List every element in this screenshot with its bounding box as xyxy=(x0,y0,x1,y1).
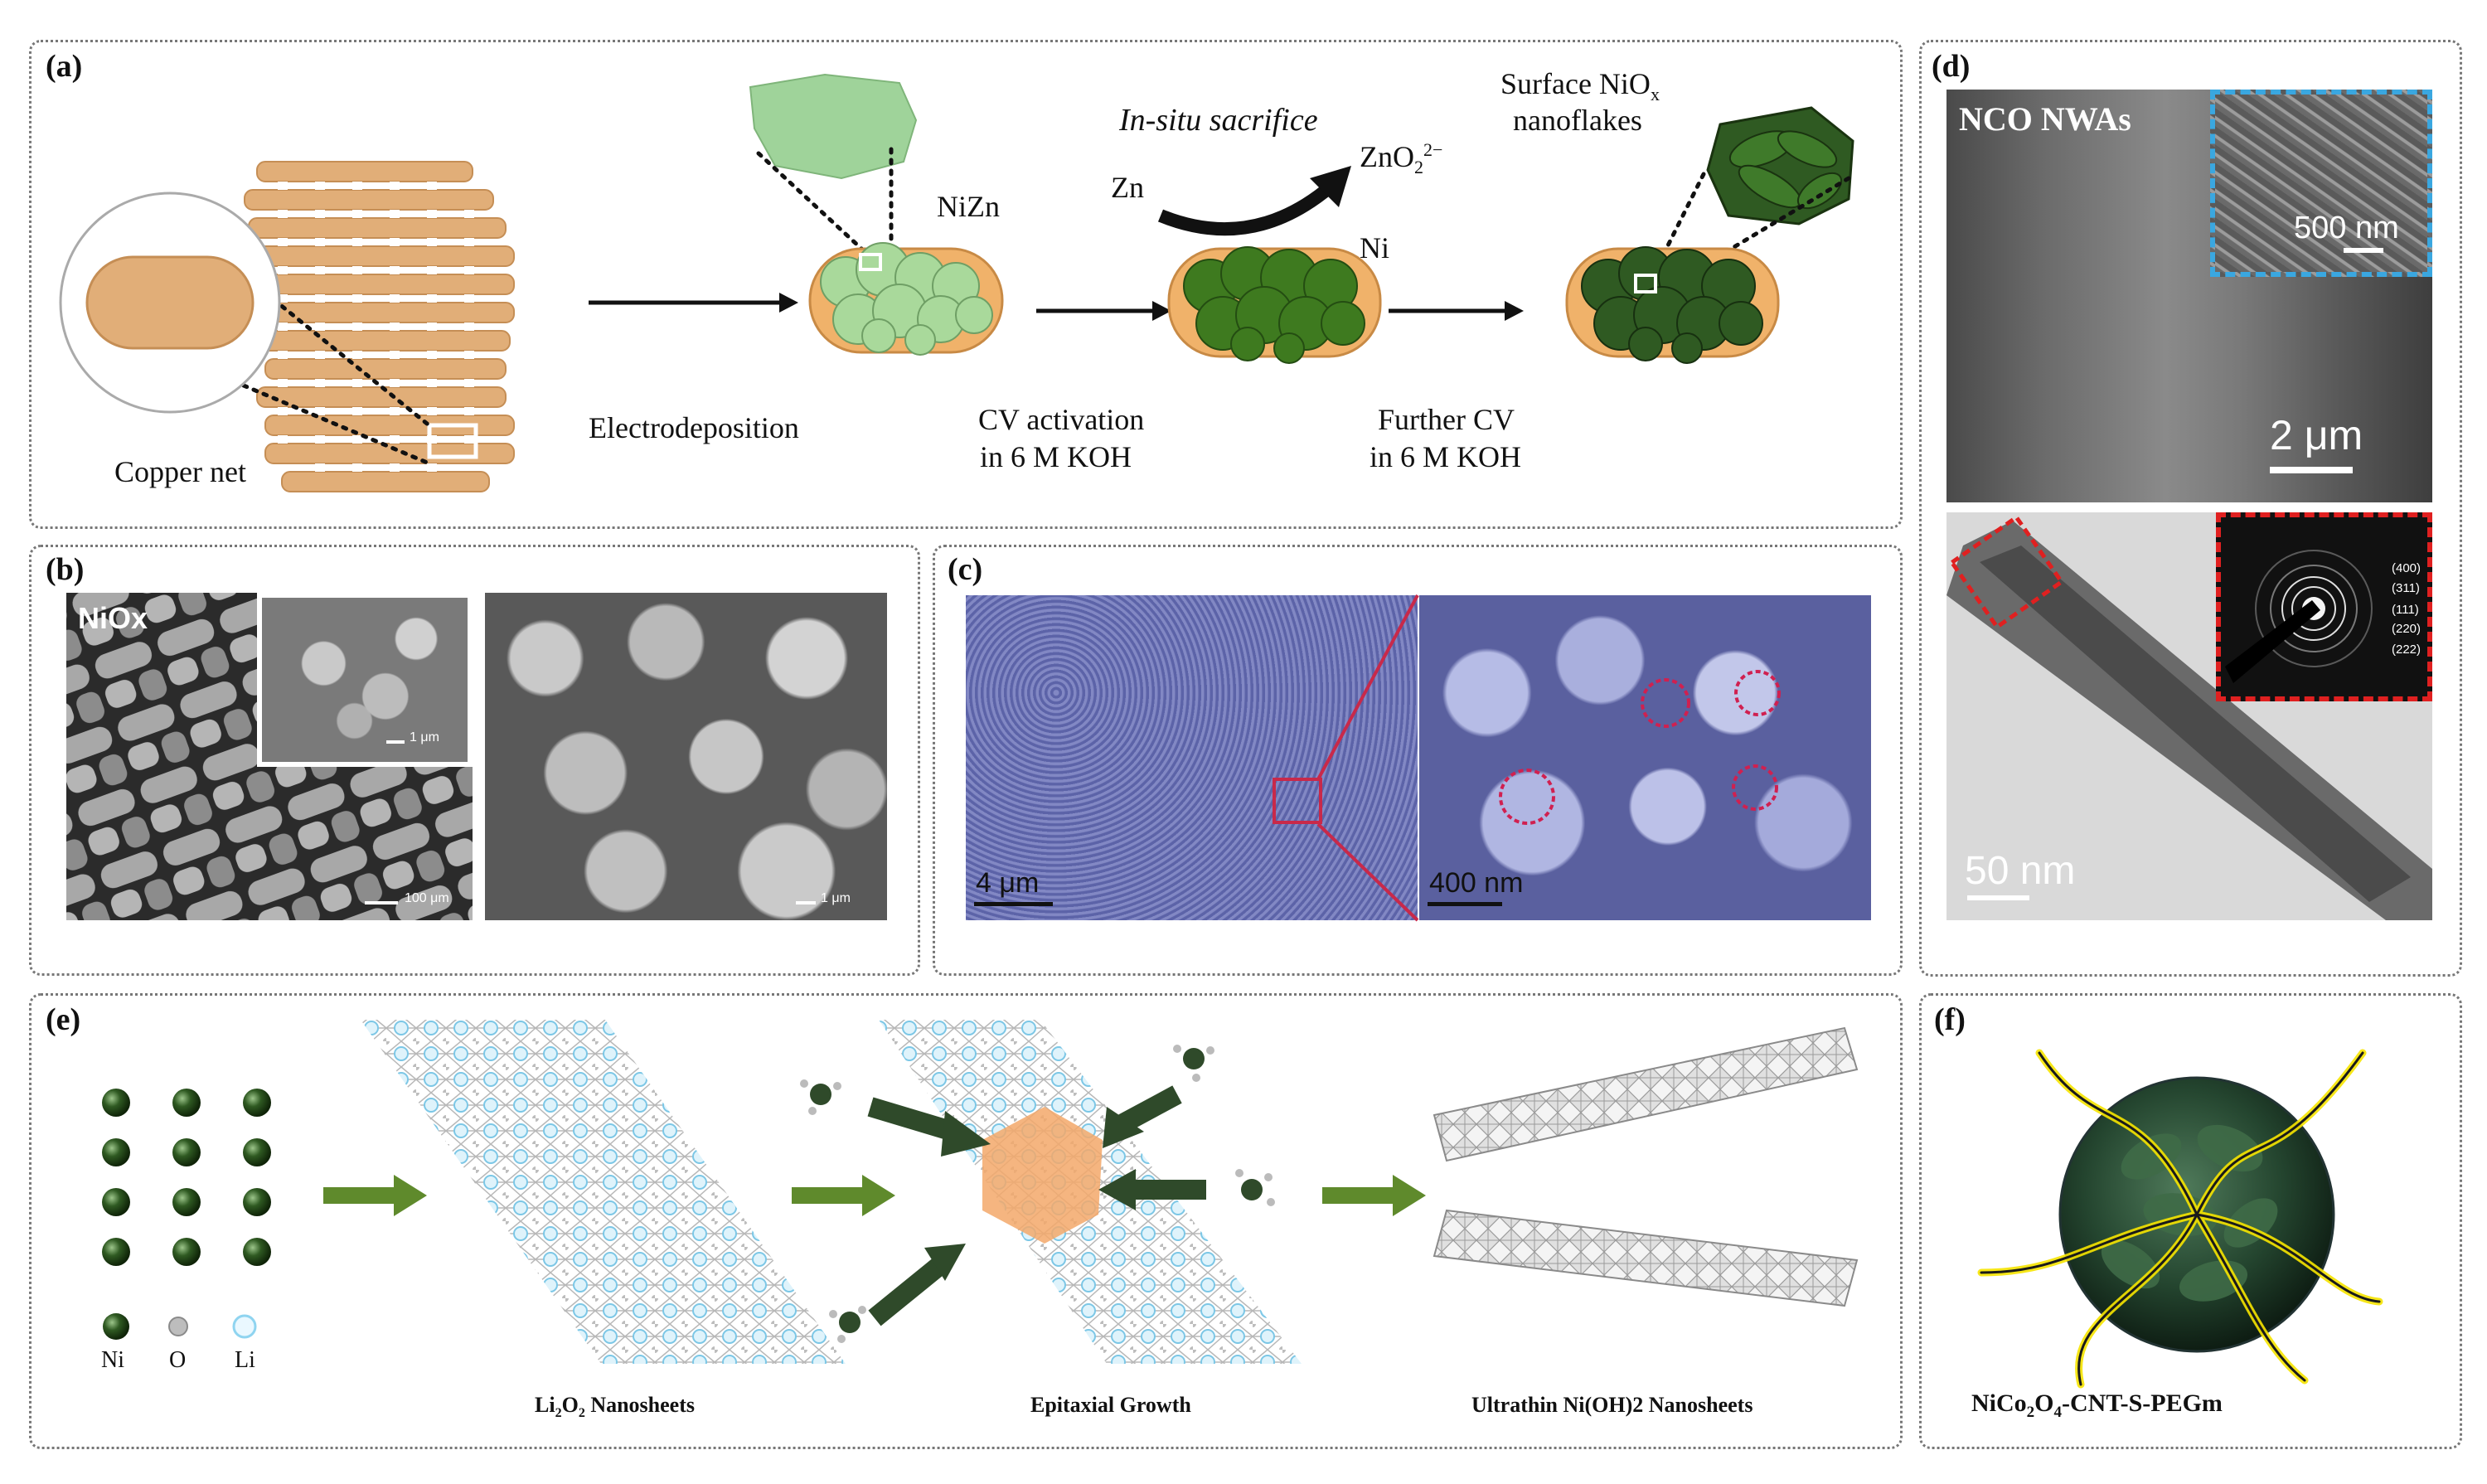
scale-bar-c-right xyxy=(1428,902,1502,906)
nizn-label: NiZn xyxy=(937,190,1000,223)
zoom-lines xyxy=(1316,594,1419,922)
scale-label-d-sem: 2 μm xyxy=(2270,412,2363,458)
li2o2-lattice xyxy=(361,1020,846,1364)
further-cv-line-2: in 6 M KOH xyxy=(1370,440,1522,473)
sem-image-niox-mesh: 1 μm NiOx 100 μm xyxy=(66,593,473,920)
scale-bar-d-inset xyxy=(2344,248,2383,253)
saed-label-400: (400) xyxy=(2392,561,2422,575)
ultrathin-nanosheets xyxy=(1433,1026,1859,1307)
surface-niox-particle xyxy=(1565,106,1854,364)
nanoparticle-illustration xyxy=(1977,1049,2383,1389)
zn-label: Zn xyxy=(1111,171,1144,204)
sem-image-nco-nwas: NCO NWAs 500 nm 2 μm xyxy=(1946,90,2432,502)
saed-label-220: (220) xyxy=(2392,622,2422,636)
process-arrow-2 xyxy=(1036,301,1171,321)
panel-label-b: (b) xyxy=(46,552,85,587)
panel-b xyxy=(29,545,920,976)
sem-image-niox-closeup: 1 μm xyxy=(485,593,887,920)
surface-niox-label-1: Surface NiOx xyxy=(1500,67,1660,105)
ultrathin-label: Ultrathin Ni(OH)2 Nanosheets xyxy=(1471,1393,1753,1417)
sem-inset-nanowires: 500 nm xyxy=(2210,90,2432,277)
sem-image-porous-right: 400 nm xyxy=(1419,595,1871,920)
ni-particle xyxy=(1167,246,1382,364)
electrodeposition-label: Electrodeposition xyxy=(589,411,799,444)
nizn-particle xyxy=(749,73,1004,356)
panel-d xyxy=(1919,40,2462,977)
zoom-box xyxy=(1273,778,1322,824)
saed-label-222: (222) xyxy=(2392,643,2422,657)
scale-label-d-tem: 50 nm xyxy=(1965,849,2076,893)
panel-label-d: (d) xyxy=(1932,49,1971,84)
scale-label-c-right: 400 nm xyxy=(1429,867,1524,899)
sacrifice-arrow xyxy=(1157,166,1351,236)
further-cv-line-1: Further CV xyxy=(1378,403,1515,436)
cv-activation-line-2: in 6 M KOH xyxy=(980,440,1132,473)
scale-bar-main xyxy=(365,901,398,904)
sem-image-porous-left: 4 μm xyxy=(966,595,1418,920)
scale-bar-d-sem xyxy=(2270,467,2353,473)
panel-e xyxy=(29,993,1903,1449)
saed-label-311: (311) xyxy=(2392,581,2420,595)
atom-legend xyxy=(103,1313,257,1340)
process-arrow-3 xyxy=(1389,301,1524,321)
tem-image-nanowire: (400) (311) (111) (220) (222) 50 nm xyxy=(1946,512,2432,920)
panel-a xyxy=(29,40,1903,529)
panel-label-f: (f) xyxy=(1934,1002,1966,1037)
nico2o4-label: NiCo2O4-CNT-S-PEGm xyxy=(1971,1389,2223,1421)
surface-niox-label-2: nanoflakes xyxy=(1513,104,1642,137)
in-situ-sacrifice-label: In-situ sacrifice xyxy=(1119,103,1318,138)
niox-label: NiOx xyxy=(78,601,148,635)
panel-label-c: (c) xyxy=(948,552,983,587)
scale-label-c-left: 4 μm xyxy=(976,867,1040,899)
panel-c xyxy=(933,545,1903,976)
cv-activation-line-1: CV activation xyxy=(978,403,1145,436)
scale-bar-right xyxy=(796,901,816,904)
panel-f xyxy=(1919,993,2462,1449)
legend-ni: Ni xyxy=(101,1347,124,1373)
scale-label-inset: 1 μm xyxy=(410,730,439,744)
scale-label-main: 100 μm xyxy=(405,891,449,905)
legend-li: Li xyxy=(235,1347,255,1373)
ni-label: Ni xyxy=(1360,231,1389,264)
zno2-label: ZnO22− xyxy=(1360,139,1443,178)
nanowire-shape xyxy=(1946,514,2432,920)
green-arrow-2 xyxy=(792,1175,895,1216)
panel-label-e: (e) xyxy=(46,1002,81,1037)
epitaxial-growth-label: Epitaxial Growth xyxy=(1030,1393,1191,1417)
green-arrow-1 xyxy=(323,1175,427,1216)
li2o2-label: Li2O2 Nanosheets xyxy=(535,1393,695,1421)
copper-net-label: Copper net xyxy=(114,455,246,488)
ni-atom-grid xyxy=(102,1089,271,1266)
pore-markers xyxy=(1499,670,1781,825)
legend-o: O xyxy=(169,1347,187,1373)
scale-bar-d-tem xyxy=(1967,895,2029,900)
nco-nwas-label: NCO NWAs xyxy=(1959,100,2131,138)
scale-bar-c-left xyxy=(974,902,1053,906)
scale-label-right: 1 μm xyxy=(821,891,851,905)
process-arrow-1 xyxy=(589,293,798,313)
scale-label-d-inset: 500 nm xyxy=(2294,211,2399,245)
sem-inset: 1 μm xyxy=(257,593,473,767)
panel-label-a: (a) xyxy=(46,49,83,84)
saed-label-111: (111) xyxy=(2392,603,2419,617)
saed-rings xyxy=(2225,550,2373,683)
epitaxial-lattice xyxy=(800,1020,1302,1364)
copper-wire-magnified xyxy=(59,192,434,467)
green-arrow-3 xyxy=(1322,1175,1426,1216)
saed-inset xyxy=(2216,512,2432,701)
